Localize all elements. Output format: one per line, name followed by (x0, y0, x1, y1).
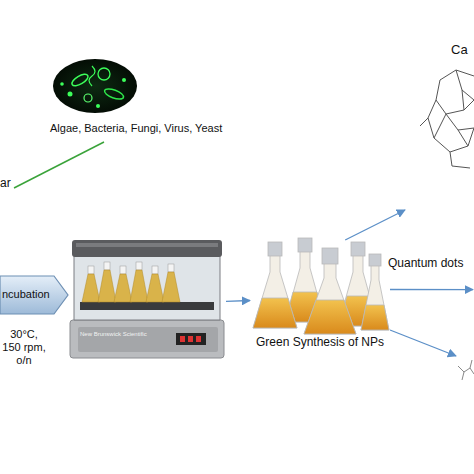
node-label: ncubation (2, 288, 62, 301)
node-label: Quantum dots (388, 256, 474, 270)
flask-group (253, 238, 389, 334)
shaker-incubator-box: New Brunswick Scientific (68, 238, 226, 360)
organism-source: Algae, Bacteria, Fungi, Virus, Yeast (50, 58, 250, 140)
molecule-sketch (458, 360, 474, 380)
shaker-incubator (70, 240, 224, 358)
node-label: Ca (451, 42, 473, 58)
node-label: Green Synthesis of NPs (250, 335, 390, 349)
cropped-label: ar (0, 176, 11, 190)
node-detail: 30°C, 150 rpm, o/n (0, 328, 48, 368)
incubation-step: ncubation 30°C, 150 rpm, o/n (0, 272, 70, 377)
node-label: Algae, Bacteria, Fungi, Virus, Yeast (50, 122, 250, 135)
flow-arrow (390, 289, 473, 290)
quantum-dots-box: Quantum dots (388, 256, 474, 298)
flow-arrow (390, 330, 456, 356)
carbon-cage-box: Ca (405, 40, 474, 210)
carbon-cage (420, 70, 474, 168)
block-arrow (0, 276, 68, 314)
node-label: New Brunswick Scientific (80, 331, 180, 338)
green-synthesis-box: Green Synthesis of NPs (250, 240, 390, 350)
flow-arrow (226, 300, 250, 302)
flow-arrow (345, 210, 405, 240)
microbe-image (53, 59, 137, 113)
leader-line (14, 142, 104, 188)
